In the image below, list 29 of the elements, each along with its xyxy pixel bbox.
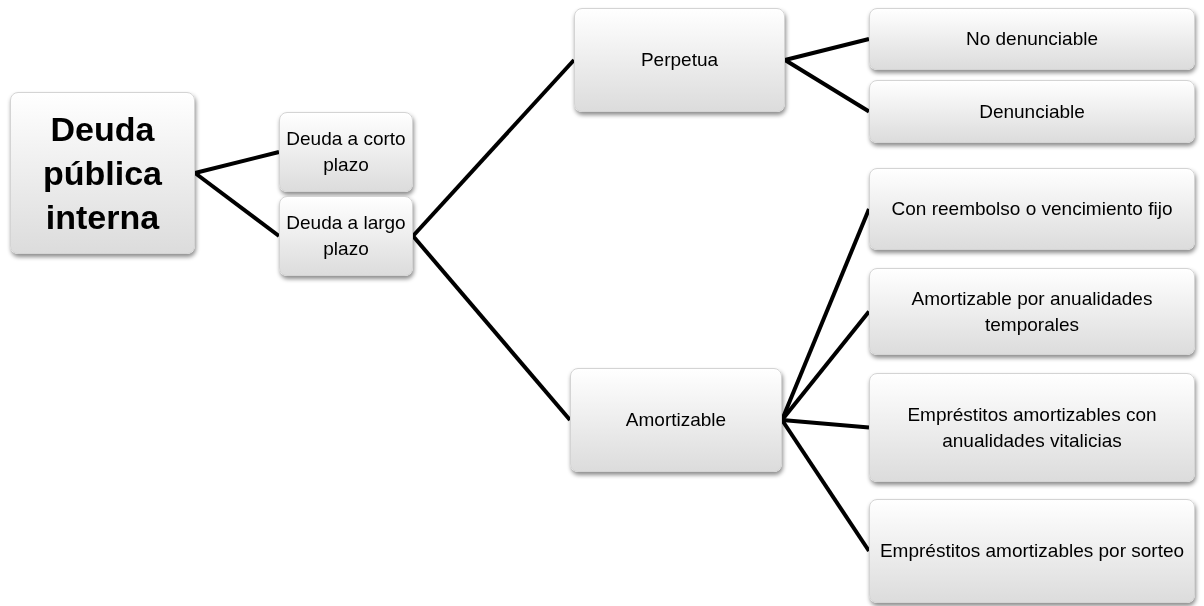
box-label: Deuda a largo plazo <box>286 211 406 261</box>
category-box <box>869 499 1195 603</box>
box-label: Empréstitos amortizables por sorteo <box>879 539 1185 564</box>
category-box <box>10 92 195 254</box>
category-box <box>869 8 1195 70</box>
connector-line <box>784 37 870 62</box>
category-box <box>570 368 782 472</box>
category-box <box>869 373 1195 482</box>
box-label: Denunciable <box>979 99 1085 124</box>
connector-line <box>193 171 281 238</box>
connector-line <box>411 58 576 238</box>
category-box <box>869 168 1195 250</box>
box-label: Amortizable <box>625 408 727 433</box>
category-box <box>574 8 785 112</box>
category-box <box>869 268 1195 355</box>
connector-line <box>411 234 572 422</box>
box-label: No denunciable <box>965 27 1098 52</box>
category-box <box>279 196 413 276</box>
box-label: Deuda a corto plazo <box>286 127 406 177</box>
connector-line <box>781 418 870 430</box>
connector-line <box>194 150 280 175</box>
category-box <box>279 112 413 192</box>
box-label: Perpetua <box>640 48 719 73</box>
box-label: Amortizable por anualidades temporales <box>910 286 1154 337</box>
category-box <box>869 80 1195 143</box>
box-label: Empréstitos amortizables con anualidades vitalicias <box>906 402 1158 453</box>
box-label: Con reembolso o vencimiento fijo <box>891 197 1173 222</box>
box-label: Deuda pública interna <box>42 108 163 239</box>
connector-line <box>783 58 871 114</box>
